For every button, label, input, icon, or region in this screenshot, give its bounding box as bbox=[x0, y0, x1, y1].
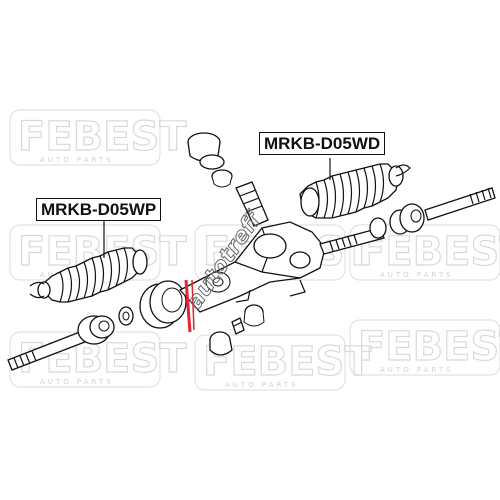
part-number-left: MRKB-D05WP bbox=[41, 200, 157, 219]
watermark-tagline: AUTO PARTS bbox=[40, 156, 114, 164]
rack-guide-set bbox=[209, 304, 265, 356]
right-tie-rod bbox=[389, 187, 496, 235]
part-label-right: MRKB-D05WD bbox=[259, 132, 386, 155]
watermark-brand: FEBEST bbox=[18, 336, 187, 382]
accent-mark bbox=[184, 279, 195, 333]
watermark-tagline: AUTO PARTS bbox=[40, 378, 114, 386]
left-boot bbox=[29, 247, 148, 303]
steering-rack-housing bbox=[178, 221, 326, 313]
watermark-tagline: AUTO PARTS bbox=[225, 381, 299, 389]
pinion-shaft bbox=[235, 181, 269, 227]
watermark-brand: FEBEST bbox=[18, 114, 187, 160]
boot-clamp-ring bbox=[139, 280, 187, 329]
left-tie-rod bbox=[7, 315, 115, 371]
pinion-seal-set bbox=[187, 132, 233, 188]
part-label-left: MRKB-D05WP bbox=[36, 198, 162, 221]
callout-lines bbox=[103, 158, 331, 258]
watermark-tagline: AUTO PARTS bbox=[380, 366, 454, 374]
part-number-right: MRKB-D05WD bbox=[264, 134, 381, 153]
watermark-brand: FEBEST bbox=[358, 324, 500, 370]
right-boot bbox=[299, 163, 411, 219]
rack-shaft bbox=[319, 217, 387, 255]
watermark-tagline: AUTO PARTS bbox=[380, 271, 454, 279]
lock-washer bbox=[118, 306, 134, 326]
